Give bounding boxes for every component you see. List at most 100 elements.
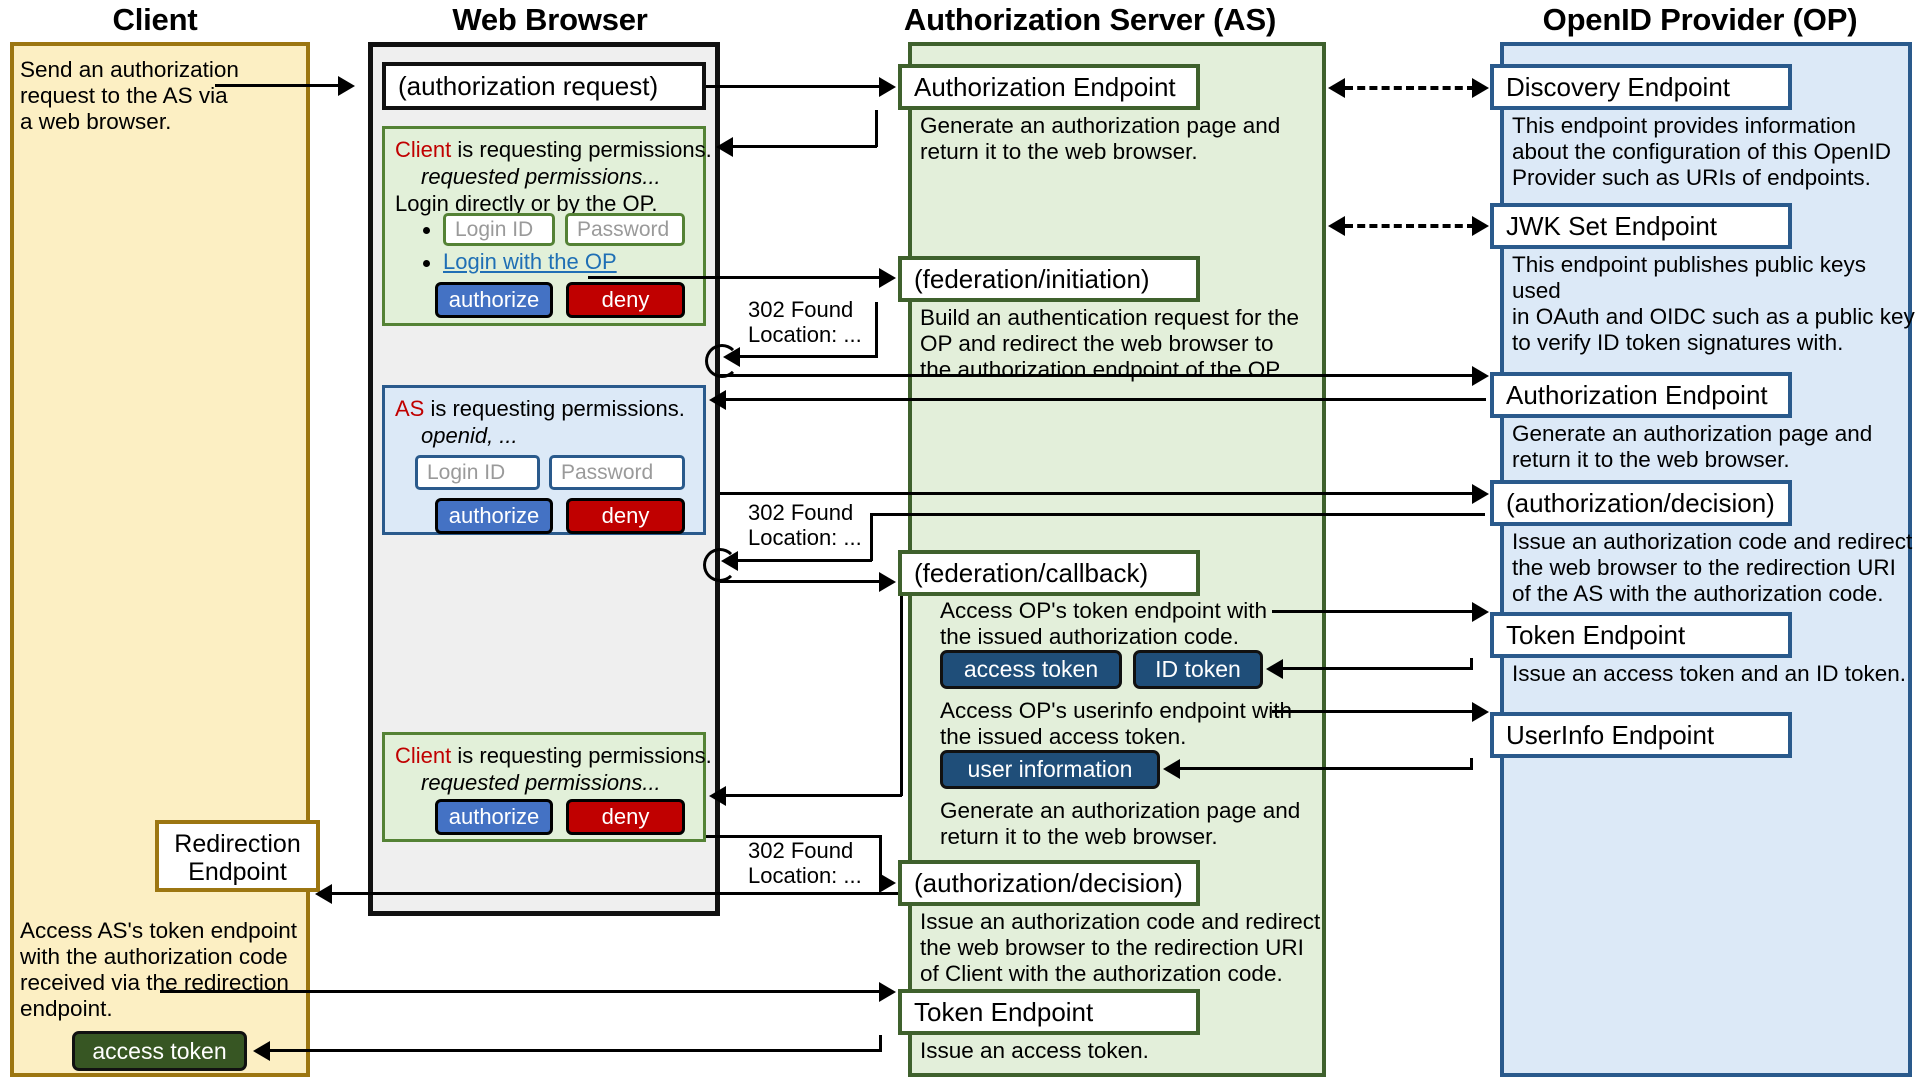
redirect2-loop <box>703 548 737 582</box>
arrow-op-userinfo-back-horiz <box>1180 767 1473 770</box>
consent-as-deny-button[interactable]: deny <box>566 498 685 534</box>
redirect1-vert <box>875 302 878 357</box>
consent-2-subject: Client <box>395 743 452 768</box>
consent-as-subject: AS <box>395 396 425 421</box>
arrow-callback-to-browser-horiz <box>726 794 902 797</box>
arrow-browser-to-callback-head <box>879 572 896 592</box>
as-user-information-chip: user information <box>940 750 1160 789</box>
as-id-token-chip: ID token <box>1133 650 1263 689</box>
arrow-browser-to-op-auth-line <box>720 374 1475 377</box>
arrow-as-token-back-vert <box>879 1035 882 1051</box>
as-federation-callback-body-1: Access OP's token endpoint with the issu… <box>940 598 1267 649</box>
arrow-addressbox-to-as-line <box>706 85 881 88</box>
arrow-op-authpage-head <box>709 390 726 410</box>
consent-as-login-id-input[interactable]: Login ID <box>415 455 540 490</box>
as-federation-initiation-body: Build an authentication request for the … <box>920 305 1300 382</box>
as-authorization-endpoint-body: Generate an authorization page and retur… <box>920 113 1281 164</box>
arrow-browser-to-as-decision-drop <box>879 835 882 881</box>
as-authorization-endpoint-header[interactable]: Authorization Endpoint <box>898 64 1200 110</box>
as-authorization-decision-header[interactable]: (authorization/decision) <box>898 860 1200 906</box>
consent-2-line2: requested permissions... <box>421 770 661 795</box>
consent-1-authorize-button[interactable]: authorize <box>435 282 553 318</box>
arrow-addressbox-to-as-head <box>879 77 896 97</box>
arrow-as-to-op-userinfo-head <box>1472 702 1489 722</box>
op-jwk-set-endpoint-body: This endpoint publishes public keys used… <box>1512 252 1915 355</box>
as-federation-initiation-header[interactable]: (federation/initiation) <box>898 256 1200 302</box>
as-authorization-decision-body: Issue an authorization code and redirect… <box>920 909 1321 986</box>
arrow-callback-to-browser-head <box>709 786 726 806</box>
arrow-op-userinfo-back-vert <box>1470 758 1473 769</box>
arrow-federation-link-line <box>588 276 881 279</box>
consent-1-rest: is requesting permissions. <box>451 137 712 162</box>
dashed-discovery-head-left <box>1328 78 1345 98</box>
arrow-as-token-back-horiz <box>270 1049 882 1052</box>
consent-1-line2: requested permissions... <box>421 164 661 189</box>
redirect2-horiz <box>738 559 872 562</box>
redirect3-horiz <box>332 892 898 895</box>
browser-address-box[interactable]: (authorization request) <box>382 62 706 110</box>
op-authorization-endpoint-header[interactable]: Authorization Endpoint <box>1490 372 1792 418</box>
client-token-request-text: Access AS's token endpoint with the auth… <box>20 918 297 1021</box>
consent-card-as: AS is requesting permissions. openid, ..… <box>382 385 706 535</box>
consent-as-rest: is requesting permissions. <box>424 396 685 421</box>
arrow-browser-to-op-decision-head <box>1472 484 1489 504</box>
arrow-browser-to-op-auth-head <box>1472 366 1489 386</box>
op-authorization-decision-header[interactable]: (authorization/decision) <box>1490 480 1792 526</box>
arrow-as-authpage-vert <box>875 110 878 147</box>
arrow-federation-link-head <box>879 268 896 288</box>
consent-1-line3: Login directly or by the OP. <box>395 191 658 216</box>
consent-1-bullet-2 <box>423 260 430 267</box>
redirect2-label: 302 Found Location: ... <box>748 500 862 550</box>
redirect2-drop <box>870 513 873 561</box>
op-token-endpoint-header[interactable]: Token Endpoint <box>1490 612 1792 658</box>
consent-card-client-1: Client is requesting permissions. reques… <box>382 126 712 326</box>
arrow-op-token-back-vert <box>1470 658 1473 669</box>
client-redirection-endpoint[interactable]: Redirection Endpoint <box>155 820 320 892</box>
consent-2-line1: Client is requesting permissions. <box>395 743 712 768</box>
consent-2-deny-button[interactable]: deny <box>566 799 685 835</box>
consent-as-password-input[interactable]: Password <box>549 455 685 490</box>
arrow-as-authpage-head <box>716 137 733 157</box>
op-discovery-endpoint-header[interactable]: Discovery Endpoint <box>1490 64 1792 110</box>
arrow-op-token-back-horiz <box>1283 667 1473 670</box>
consent-1-federation-link[interactable]: Login with the OP <box>443 249 617 274</box>
arrow-as-token-back-head <box>253 1041 270 1061</box>
op-authorization-endpoint-body: Generate an authorization page and retur… <box>1512 421 1873 472</box>
as-federation-callback-header[interactable]: (federation/callback) <box>898 550 1200 596</box>
arrow-browser-to-as-decision-line <box>706 835 881 838</box>
consent-as-authorize-button[interactable]: authorize <box>435 498 553 534</box>
consent-1-login-id-input[interactable]: Login ID <box>443 213 555 246</box>
consent-1-bullet-1 <box>423 227 430 234</box>
arrow-browser-to-callback-line <box>720 580 881 583</box>
consent-2-rest: is requesting permissions. <box>451 743 712 768</box>
column-title-web-browser: Web Browser <box>452 2 648 37</box>
arrow-client-to-browser-head <box>338 76 355 96</box>
arrow-callback-to-browser-vert <box>900 596 903 796</box>
as-token-endpoint-header[interactable]: Token Endpoint <box>898 989 1200 1035</box>
as-federation-callback-body-2: Access OP's userinfo endpoint with the i… <box>940 698 1292 749</box>
arrow-as-to-op-userinfo-line <box>1272 710 1475 713</box>
dashed-discovery-head-right <box>1472 78 1489 98</box>
op-jwk-set-endpoint-header[interactable]: JWK Set Endpoint <box>1490 203 1792 249</box>
dashed-jwks-head-right <box>1472 216 1489 236</box>
redirect1-label: 302 Found Location: ... <box>748 297 862 347</box>
arrow-client-to-as-token-head <box>879 982 896 1002</box>
client-access-token-chip: access token <box>72 1031 247 1071</box>
op-discovery-endpoint-body: This endpoint provides information about… <box>1512 113 1891 190</box>
consent-as-line2: openid, ... <box>421 423 518 448</box>
consent-as-line1: AS is requesting permissions. <box>395 396 685 421</box>
arrow-as-authpage-horiz <box>733 145 877 148</box>
op-userinfo-endpoint-header[interactable]: UserInfo Endpoint <box>1490 712 1792 758</box>
consent-1-line1: Client is requesting permissions. <box>395 137 712 162</box>
client-intro-text: Send an authorization request to the AS … <box>20 57 239 134</box>
arrow-client-to-as-token-line <box>160 990 881 993</box>
consent-1-deny-button[interactable]: deny <box>566 282 685 318</box>
consent-1-subject: Client <box>395 137 452 162</box>
consent-1-password-input[interactable]: Password <box>565 213 685 246</box>
column-title-authorization-server: Authorization Server (AS) <box>903 2 1277 37</box>
redirect2-long-horiz <box>870 513 1485 516</box>
consent-2-authorize-button[interactable]: authorize <box>435 799 553 835</box>
column-title-openid-provider: OpenID Provider (OP) <box>1542 2 1858 37</box>
dashed-jwks-head-left <box>1328 216 1345 236</box>
